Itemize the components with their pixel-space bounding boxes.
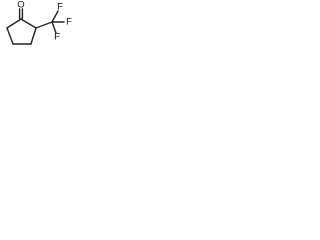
ring-bond-c4-c5	[6, 27, 14, 45]
structure-diagram: O F F F	[6, 0, 72, 45]
carbonyl-double-bond	[18, 8, 24, 20]
atom-label-fluorine-bottom: F	[54, 32, 60, 43]
cyclopentane-ring	[6, 18, 37, 45]
cf-bond-bottom	[51, 21, 57, 34]
cf-bond-top	[51, 10, 59, 23]
ring-bond-c5-c1	[6, 18, 22, 29]
cf3-group-bonds	[51, 10, 65, 34]
ring-bond-c2-c3	[30, 27, 37, 45]
atom-label-fluorine-right: F	[66, 17, 72, 28]
ring-to-cf3-bond	[35, 21, 53, 29]
atom-label-oxygen: O	[17, 0, 24, 11]
ring-bond-c1-c2	[20, 18, 37, 29]
atom-label-fluorine-top: F	[57, 2, 63, 13]
